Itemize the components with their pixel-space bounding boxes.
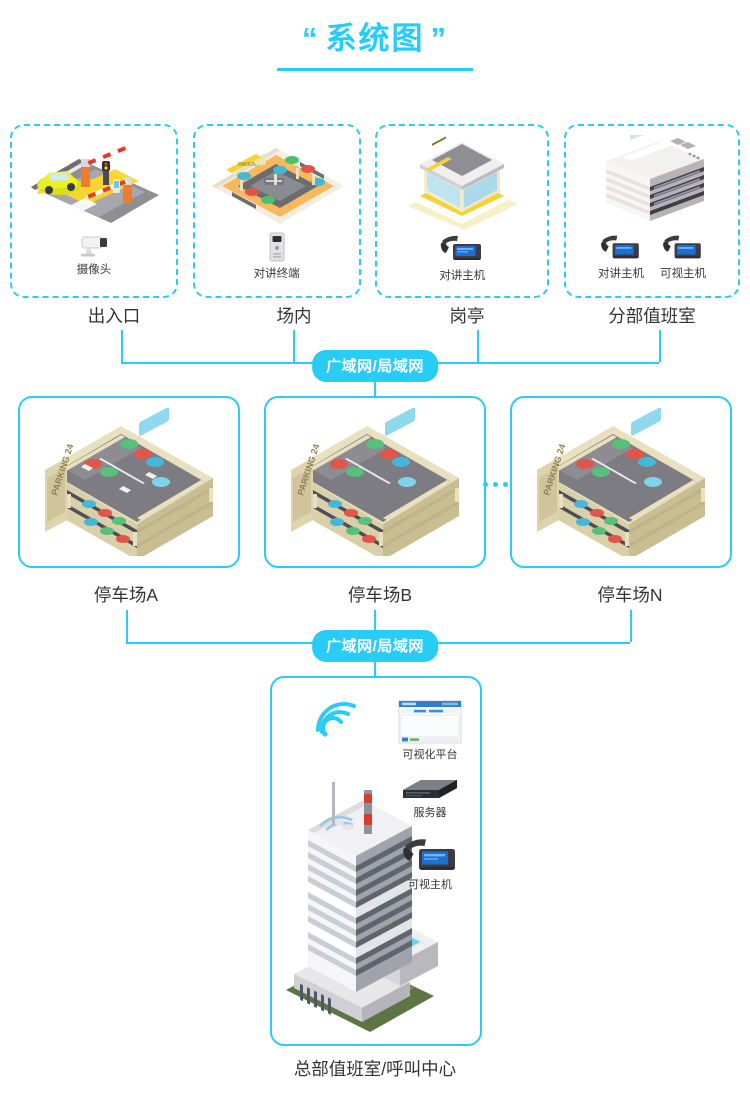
bus-drop-branch xyxy=(659,330,661,362)
bus-drop-entrance xyxy=(121,330,123,362)
dot-1 xyxy=(483,482,488,487)
device-intercom-host[interactable]: 对讲主机 xyxy=(439,232,485,283)
cctv-camera-icon xyxy=(81,236,107,257)
page-title: “系统图” xyxy=(0,21,750,56)
bus-drop-parking-a xyxy=(126,610,128,642)
group-label-branch: 分部值班室 xyxy=(608,306,696,326)
entrance-barrier-gate-scene xyxy=(19,134,169,230)
device-label: 可视主机 xyxy=(659,268,706,280)
dot-2 xyxy=(493,482,498,487)
video-phone-icon xyxy=(403,839,455,870)
network-pill-bottom[interactable]: 广域网/局域网 xyxy=(312,630,438,662)
quote-close: ” xyxy=(430,21,448,56)
device-list: 对讲终端 xyxy=(254,232,300,281)
page-header: “系统图” xyxy=(0,0,750,72)
device-visualization-platform[interactable]: 可视化平台 xyxy=(398,700,462,762)
row-parking-lots: PARKING 24 xyxy=(18,396,732,568)
device-list: 对讲主机 可视主机 xyxy=(598,232,706,281)
intercom-terminal-icon xyxy=(269,232,285,262)
server-rack-icon xyxy=(403,780,457,798)
bus-drop-guard xyxy=(477,330,479,362)
svg-text:PARKING: PARKING xyxy=(238,162,260,168)
group-box-branch-duty-room[interactable]: 对讲主机 可视主机 xyxy=(563,124,740,298)
parking-garage-scene: PARKING 24 xyxy=(537,408,705,556)
network-bus-top: 广域网/局域网 xyxy=(0,330,750,396)
indoor-parking-lot-scene: PARKING xyxy=(204,134,350,230)
bus-drop-parking-b xyxy=(374,610,376,642)
bus-drop-to-hq xyxy=(374,656,376,676)
device-camera[interactable]: 摄像头 xyxy=(74,232,114,277)
desk-phone-icon xyxy=(441,235,482,260)
wifi-signal-icon xyxy=(316,702,356,737)
network-pill-top[interactable]: 广域网/局域网 xyxy=(312,350,438,382)
group-box-parking-a[interactable]: PARKING 24 xyxy=(18,396,240,568)
group-labels-row1: 出入口 场内 岗亭 分部值班室 xyxy=(10,303,740,329)
device-label: 摄像头 xyxy=(76,264,112,276)
group-box-parking-n[interactable]: PARKING 24 xyxy=(510,396,732,568)
group-box-guard-booth[interactable]: 对讲主机 xyxy=(375,124,550,298)
device-label: 对讲主机 xyxy=(597,268,644,280)
group-box-entrance[interactable]: 摄像头 xyxy=(10,124,178,298)
desk-phone-icon xyxy=(601,235,639,259)
device-label: 对讲终端 xyxy=(253,268,300,280)
dot-3 xyxy=(503,482,508,487)
quote-open: “ xyxy=(302,21,320,56)
bus-drop-to-parking xyxy=(374,376,376,396)
group-box-parking-b[interactable]: PARKING 24 xyxy=(264,396,486,568)
device-label: 可视化平台 xyxy=(402,749,458,761)
monitor-dashboard-icon xyxy=(398,700,462,744)
device-label: 服务器 xyxy=(413,807,447,819)
group-label-guard-booth: 岗亭 xyxy=(449,306,485,326)
ellipsis-more-parking xyxy=(483,482,508,487)
hq-device-list: 可视化平台 服务器 xyxy=(386,700,474,892)
bus-drop-parking-n xyxy=(630,610,632,642)
device-video-host[interactable]: 可视主机 xyxy=(660,232,706,281)
group-label-parking-a: 停车场A xyxy=(93,585,159,605)
video-phone-icon xyxy=(663,235,701,259)
device-video-host[interactable]: 可视主机 xyxy=(401,834,459,892)
device-server[interactable]: 服务器 xyxy=(399,776,461,820)
guard-booth-scene xyxy=(396,134,528,230)
parking-garage-scene: PARKING 24 xyxy=(45,408,213,556)
page-title-text: 系统图 xyxy=(325,21,425,56)
parking-garage-scene: PARKING 24 xyxy=(291,408,459,556)
device-list: 对讲主机 xyxy=(439,232,485,283)
network-bus-bottom: 广域网/局域网 xyxy=(0,610,750,676)
title-underline xyxy=(277,68,473,72)
group-label-entrance: 出入口 xyxy=(87,306,141,326)
headquarters-skyscraper-scene xyxy=(286,782,438,1032)
bus-drop-indoor xyxy=(293,330,295,362)
group-label-headquarters: 总部值班室/呼叫中心 xyxy=(293,1059,457,1079)
device-intercom-terminal[interactable]: 对讲终端 xyxy=(254,232,300,281)
device-list: 摄像头 xyxy=(74,232,114,277)
group-label-parking-n: 停车场N xyxy=(597,585,663,605)
group-box-indoor[interactable]: PARKING xyxy=(192,124,361,298)
group-label-parking-b: 停车场B xyxy=(347,585,413,605)
row-field-devices: 摄像头 PARKING xyxy=(10,124,740,298)
device-intercom-host[interactable]: 对讲主机 xyxy=(598,232,644,281)
office-building-scene xyxy=(586,134,718,230)
device-label: 可视主机 xyxy=(408,879,452,891)
group-box-headquarters[interactable]: 可视化平台 服务器 xyxy=(270,676,482,1046)
device-label: 对讲主机 xyxy=(439,270,486,282)
group-labels-row2: 停车场A 停车场B 停车场N xyxy=(0,582,750,608)
group-label-indoor: 场内 xyxy=(276,306,312,326)
